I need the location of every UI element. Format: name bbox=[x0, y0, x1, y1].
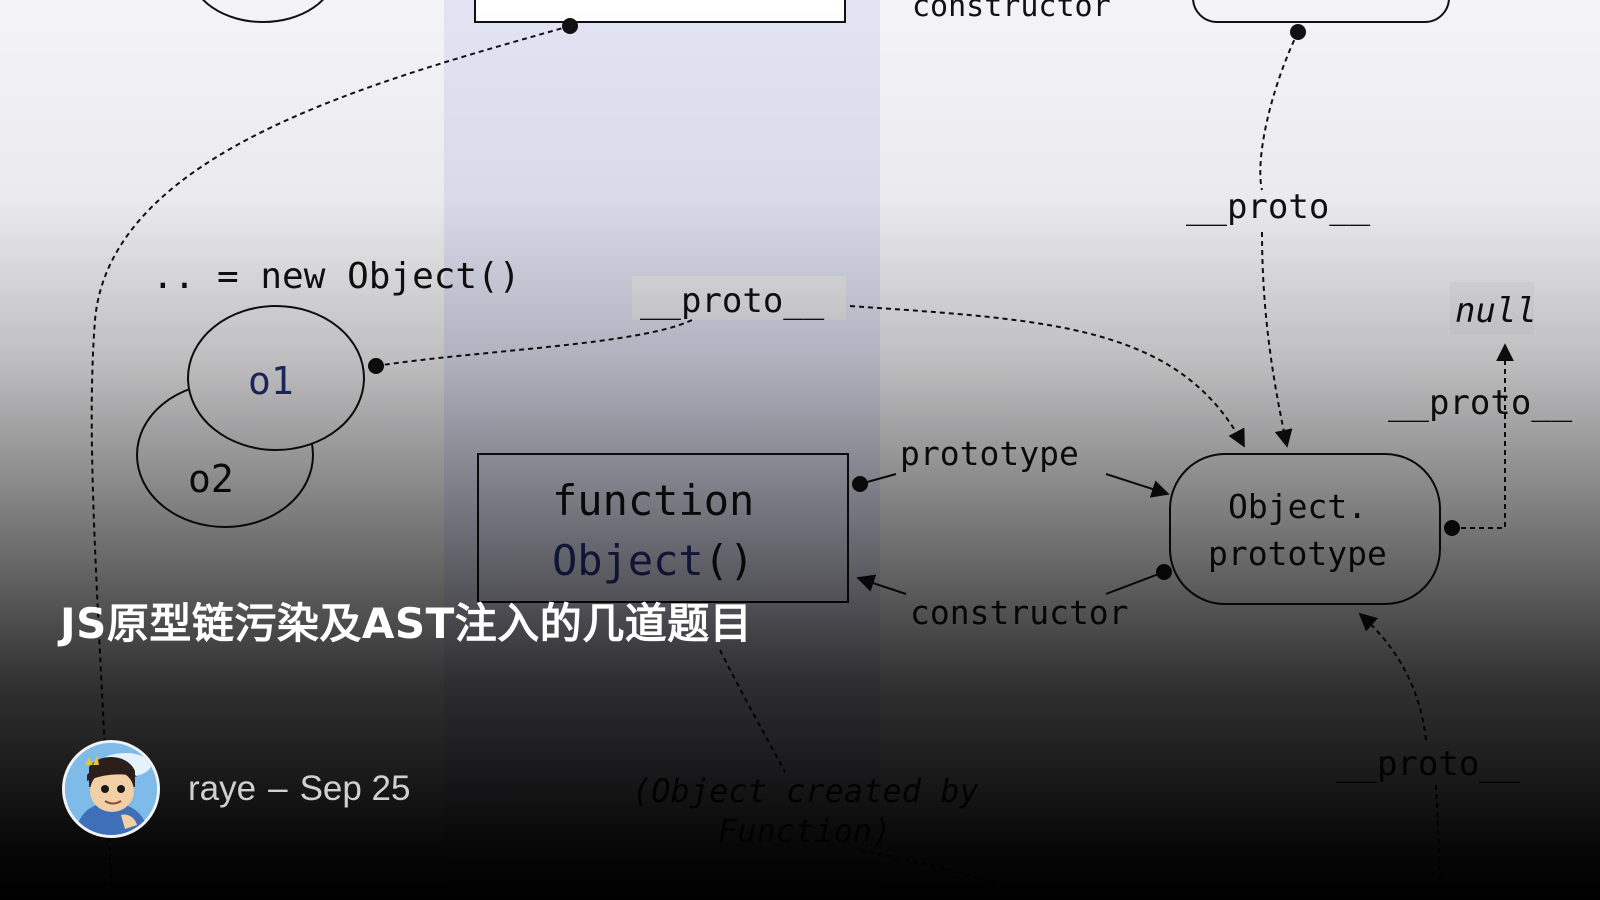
byline: raye – Sep 25 bbox=[188, 769, 411, 809]
highlight-column bbox=[444, 0, 880, 900]
dot-o1 bbox=[368, 358, 384, 374]
post-meta: raye – Sep 25 bbox=[62, 740, 411, 838]
proto-label-bottom-right: __proto__ bbox=[1336, 744, 1521, 784]
post-title[interactable]: JS原型链污染及AST注入的几道题目 bbox=[60, 599, 753, 648]
proto-label-mid: __proto__ bbox=[640, 281, 825, 321]
function-keyword: function bbox=[552, 476, 754, 525]
null-label: null bbox=[1455, 291, 1537, 331]
object-function-name: Object() bbox=[552, 536, 754, 585]
object-prototype-line1: Object. bbox=[1228, 487, 1367, 526]
o1-label: o1 bbox=[248, 359, 294, 403]
post-date: Sep 25 bbox=[299, 769, 411, 808]
dot-object-prototype-constructor bbox=[1156, 564, 1172, 580]
top-constructor-label: constructor bbox=[912, 0, 1111, 24]
proto-label-right: __proto__ bbox=[1388, 383, 1573, 423]
new-object-label: .. = new Object() bbox=[152, 256, 520, 297]
created-by-line1: (Object created by bbox=[632, 772, 980, 810]
author-avatar[interactable] bbox=[62, 740, 160, 838]
dot-top-function bbox=[562, 18, 578, 34]
constructor-edge-label: constructor bbox=[910, 593, 1129, 632]
author-name[interactable]: raye bbox=[188, 769, 257, 808]
o2-label: o2 bbox=[188, 457, 234, 501]
created-by-line2: Function) bbox=[718, 812, 891, 850]
top-function-box bbox=[474, 0, 846, 23]
dot-object-prototype-right bbox=[1444, 520, 1460, 536]
proto-label-top-right: __proto__ bbox=[1186, 187, 1371, 227]
dot-top-right bbox=[1290, 24, 1306, 40]
prototype-edge-label: prototype bbox=[900, 434, 1079, 473]
object-prototype-line2: prototype bbox=[1208, 534, 1387, 573]
dot-function-prototype bbox=[852, 476, 868, 492]
byline-separator: – bbox=[268, 769, 288, 808]
